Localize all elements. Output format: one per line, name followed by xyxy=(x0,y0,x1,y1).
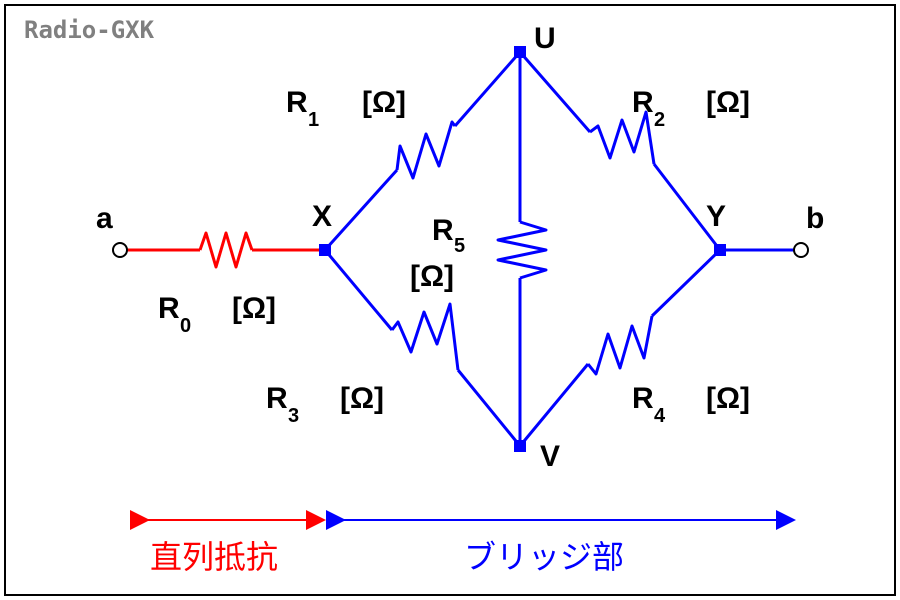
label-r2: R 2 [Ω] xyxy=(632,86,750,131)
node-u-label: U xyxy=(534,22,556,55)
series-resistance-caption: 直列抵抗 xyxy=(150,538,278,576)
node-x-dot xyxy=(319,244,331,256)
label-r0: R 0 [Ω] xyxy=(158,292,276,337)
wire-x-r1 xyxy=(323,168,399,252)
svg-text:[Ω]: [Ω] xyxy=(410,260,454,293)
svg-text:R: R xyxy=(432,214,454,247)
svg-text:[Ω]: [Ω] xyxy=(706,86,750,119)
svg-text:1: 1 xyxy=(308,109,319,131)
svg-text:R: R xyxy=(266,382,288,415)
bridge-section-caption: ブリッジ部 xyxy=(464,538,624,576)
label-r5: R 5 [Ω] xyxy=(410,214,465,293)
svg-text:R: R xyxy=(286,86,308,119)
terminal-a-label: a xyxy=(96,202,113,235)
svg-text:[Ω]: [Ω] xyxy=(340,382,384,415)
bridge-network xyxy=(323,51,795,447)
svg-text:[Ω]: [Ω] xyxy=(706,382,750,415)
terminal-b-label: b xyxy=(806,202,824,235)
svg-text:2: 2 xyxy=(654,109,665,131)
svg-text:[Ω]: [Ω] xyxy=(232,292,276,325)
label-r1: R 1 [Ω] xyxy=(286,86,406,131)
label-r4: R 4 [Ω] xyxy=(632,382,750,427)
resistor-r3 xyxy=(390,302,460,371)
node-v-label: V xyxy=(540,440,560,473)
svg-text:R: R xyxy=(632,382,654,415)
terminal-a-circle xyxy=(112,242,128,258)
watermark-text: Radio-GXK xyxy=(24,16,155,44)
node-u-dot xyxy=(514,46,526,58)
svg-text:4: 4 xyxy=(654,405,666,427)
svg-text:[Ω]: [Ω] xyxy=(362,86,406,119)
label-r3: R 3 [Ω] xyxy=(266,382,384,427)
svg-text:R: R xyxy=(158,292,180,325)
diagram-frame xyxy=(4,4,896,596)
node-y-dot xyxy=(714,244,726,256)
svg-text:5: 5 xyxy=(454,235,465,257)
svg-text:0: 0 xyxy=(180,315,191,337)
resistor-r4 xyxy=(586,315,654,376)
series-resistor-r0 xyxy=(125,231,325,269)
node-v-dot xyxy=(514,440,526,452)
resistor-r1 xyxy=(395,120,457,180)
svg-text:3: 3 xyxy=(288,405,299,427)
resistor-r2 xyxy=(589,110,656,165)
terminal-b-circle xyxy=(793,242,809,258)
resistor-r5 xyxy=(496,220,548,280)
svg-text:R: R xyxy=(632,86,654,119)
node-x-label: X xyxy=(312,200,332,233)
node-y-label: Y xyxy=(706,200,726,233)
